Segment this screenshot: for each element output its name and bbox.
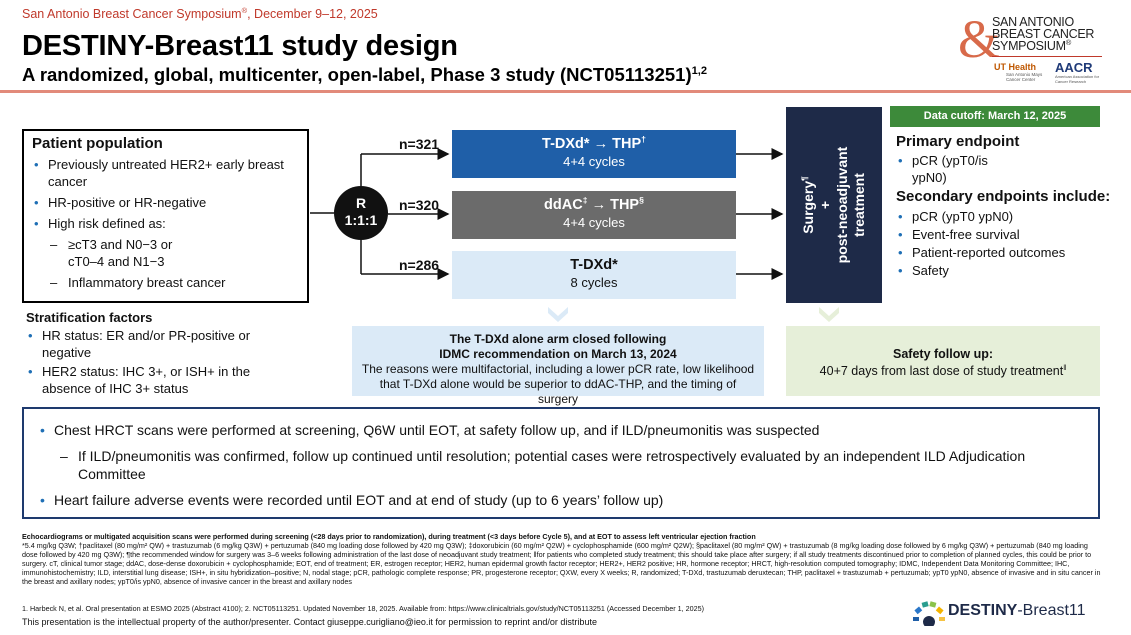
monitoring-box: Chest HRCT scans were performed at scree… xyxy=(22,407,1100,519)
destiny-wordmark: DESTINY-Breast11 xyxy=(948,602,1086,619)
ut-health-logo: UT Health xyxy=(994,62,1037,72)
list-item: Previously untreated HER2+ early breast … xyxy=(32,156,299,190)
chevron-down-icon xyxy=(548,307,568,322)
list-item: Event-free survival xyxy=(896,226,1111,243)
list-item: Patient-reported outcomes xyxy=(896,244,1111,261)
arm-closed-note: The T-DXd alone arm closed following IDM… xyxy=(352,326,764,406)
secondary-endpoint-heading: Secondary endpoints include: xyxy=(896,188,1111,205)
surgery-label: Surgery¶ + post-neoadjuvant treatment xyxy=(799,146,867,264)
chevron-down-icon xyxy=(819,307,839,322)
congress-name: San Antonio Breast Cancer Symposium®, De… xyxy=(22,5,378,21)
safety-follow-up-note: Safety follow up: 40+7 days from last do… xyxy=(786,326,1100,396)
aacr-logo: AACR xyxy=(1055,60,1093,75)
arm3-n-label: n=286 xyxy=(399,257,440,273)
stratification-factors: Stratification factors HR status: ER and… xyxy=(26,310,316,399)
sabcs-logo: & SAN ANTONIO BREAST CANCER SYMPOSIUM® U… xyxy=(958,12,1108,87)
aacr-sub: American Association for Cancer Research xyxy=(1055,74,1100,84)
arm2-n-label: n=320 xyxy=(399,197,440,213)
list-subitem: If ILD/pneumonitis was confirmed, follow… xyxy=(38,447,1038,483)
list-item: Chest HRCT scans were performed at scree… xyxy=(38,421,1084,439)
logo-divider xyxy=(992,56,1102,57)
arm1-n-label: n=321 xyxy=(399,136,440,152)
randomization-node: R 1:1:1 xyxy=(334,186,388,240)
list-item: pCR (ypT0/is ypN0) xyxy=(896,152,1016,186)
list-item: HER2 status: IHC 3+, or ISH+ in the abse… xyxy=(26,363,266,397)
data-cutoff-badge: Data cutoff: March 12, 2025 xyxy=(890,106,1100,127)
surgery-box xyxy=(786,107,882,303)
list-item: HR status: ER and/or PR-positive or nega… xyxy=(26,327,291,361)
logo-text: SAN ANTONIO BREAST CANCER SYMPOSIUM® xyxy=(992,15,1095,53)
copyright-footer: This presentation is the intellectual pr… xyxy=(22,617,597,627)
slide-title: DESTINY-Breast11 study design xyxy=(22,30,458,62)
references: 1. Harbeck N, et al. Oral presentation a… xyxy=(22,604,704,613)
header-divider xyxy=(0,90,1131,93)
list-item: High risk defined as: xyxy=(32,215,299,232)
primary-endpoint-heading: Primary endpoint xyxy=(896,133,1020,150)
stratification-heading: Stratification factors xyxy=(26,310,153,325)
list-item: Safety xyxy=(896,262,1111,279)
arm-tdxd-alone: T-DXd* 8 cycles xyxy=(452,251,736,299)
arm-ddac-thp: ddAC‡ → THP§ 4+4 cycles xyxy=(452,191,736,239)
patient-population-heading: Patient population xyxy=(32,135,163,152)
patient-population-box: Patient population Previously untreated … xyxy=(22,129,309,303)
list-item: HR-positive or HR-negative xyxy=(32,194,299,211)
ribbon-icon: & xyxy=(958,9,1001,69)
list-item: pCR (ypT0 ypN0) xyxy=(896,208,1111,225)
list-item: Heart failure adverse events were record… xyxy=(38,491,1084,509)
list-subitem: ≥cT3 and N0−3 or cT0–4 and N1−3 xyxy=(32,236,202,270)
list-subitem: Inflammatory breast cancer xyxy=(32,274,299,291)
sunburst-icon xyxy=(913,601,945,626)
destiny-breast11-logo: DESTINY-Breast11 xyxy=(912,596,1112,628)
slide-subtitle: A randomized, global, multicenter, open-… xyxy=(22,64,708,85)
ut-health-sub: San Antonio Mays Cancer Center xyxy=(1006,72,1043,82)
arm-tdxd-thp: T-DXd* → THP† 4+4 cycles xyxy=(452,130,736,178)
footnotes: Echocardiograms or multigated acquisitio… xyxy=(22,532,1101,586)
endpoints: Primary endpoint pCR (ypT0/is ypN0) Seco… xyxy=(896,133,1111,280)
